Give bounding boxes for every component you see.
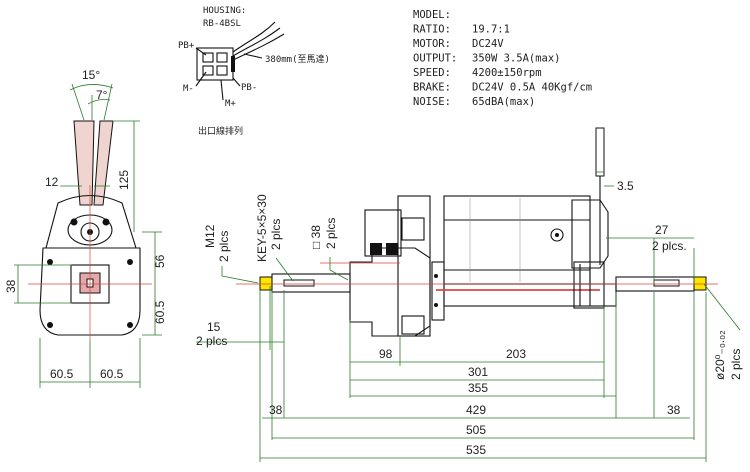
spec-key: MOTOR:	[413, 38, 451, 50]
shaft-diameter-qty: 2 plcs	[729, 349, 743, 380]
thread-qty: 2 plcs	[217, 231, 231, 262]
front-annotations: M12 2 plcs KEY-5×5×30 2 plcs □ 38 2 plcs…	[196, 171, 743, 462]
dim-535: 535	[466, 443, 486, 457]
square-qty: 2 plcs	[324, 218, 338, 249]
spec-key: NOISE:	[413, 96, 451, 108]
dim-98: 98	[379, 347, 393, 361]
height-38: 38	[4, 279, 18, 293]
shaft-diameter: ø20⁰₋₀.₀₂	[713, 330, 727, 380]
lever-offset: 3.5	[617, 179, 634, 193]
height-56: 56	[153, 254, 167, 268]
spec-value: 19.7:1	[472, 24, 510, 36]
dim-429: 429	[466, 403, 486, 417]
lever-left	[73, 120, 95, 206]
spec-key: RATIO:	[413, 24, 451, 36]
dim-301: 301	[468, 365, 488, 379]
brake-lever	[595, 127, 605, 177]
dim-355: 355	[468, 381, 488, 395]
connector-diagram: HOUSING: RB-4BSL PB+ PB- M- M+ 380mm(至馬達…	[178, 6, 330, 137]
dim-505: 505	[466, 423, 486, 437]
lever-right	[93, 120, 114, 206]
shaft-len-right: 27	[655, 223, 669, 237]
gearbox-side-body	[39, 247, 141, 336]
gearbox-front	[349, 247, 431, 337]
spec-value: DC24V	[472, 38, 504, 50]
square-label: □ 38	[309, 225, 323, 249]
spec-key: SPEED:	[413, 67, 451, 79]
pin-pb-minus: PB-	[241, 83, 257, 93]
shaft-len-left-qty: 2 plcs	[196, 334, 227, 348]
spec-value: DC24V 0.5A 40Kgf/cm	[472, 82, 592, 94]
side-view: 15° 7° 12 125 38 56 60.5 60.5 60.5	[4, 68, 167, 388]
motor-body	[443, 195, 591, 285]
dim-203: 203	[506, 347, 526, 361]
angle-15: 15°	[82, 68, 100, 82]
spec-key: OUTPUT:	[413, 53, 457, 65]
cable-length: 380mm(至馬達)	[265, 53, 330, 65]
dim-38-right: 38	[667, 403, 681, 417]
angle-7: 7°	[96, 88, 108, 102]
spec-key: MODEL:	[413, 9, 451, 21]
width-right: 60.5	[100, 367, 124, 381]
shaft-len-right-qty: 2 plcs.	[652, 239, 687, 253]
key-qty: 2 plcs	[269, 219, 283, 250]
lever-width: 12	[45, 175, 59, 189]
pin-m-minus: M-	[183, 84, 194, 94]
shaft-len-left: 15	[207, 320, 221, 334]
dim-38-left: 38	[269, 403, 283, 417]
arrangement-caption: 出口線排列	[198, 125, 243, 137]
lever-height: 125	[117, 170, 131, 190]
spec-key: BRAKE:	[413, 82, 451, 94]
pin-m-plus: M+	[225, 99, 236, 109]
housing-label: HOUSING:	[203, 6, 246, 16]
spec-value: 65dBA(max)	[472, 96, 535, 108]
spec-value: 350W 3.5A(max)	[472, 53, 561, 65]
thread-label: M12	[203, 224, 217, 248]
key-label: KEY-5×5×30	[255, 194, 269, 262]
width-left: 60.5	[50, 367, 74, 381]
spec-value: 4200±150rpm	[472, 67, 542, 79]
housing-model: RB-4BSL	[203, 19, 241, 29]
shaft-tip-right	[693, 276, 707, 291]
pin-pb-plus: PB+	[178, 41, 195, 51]
height-60-5: 60.5	[153, 300, 167, 324]
